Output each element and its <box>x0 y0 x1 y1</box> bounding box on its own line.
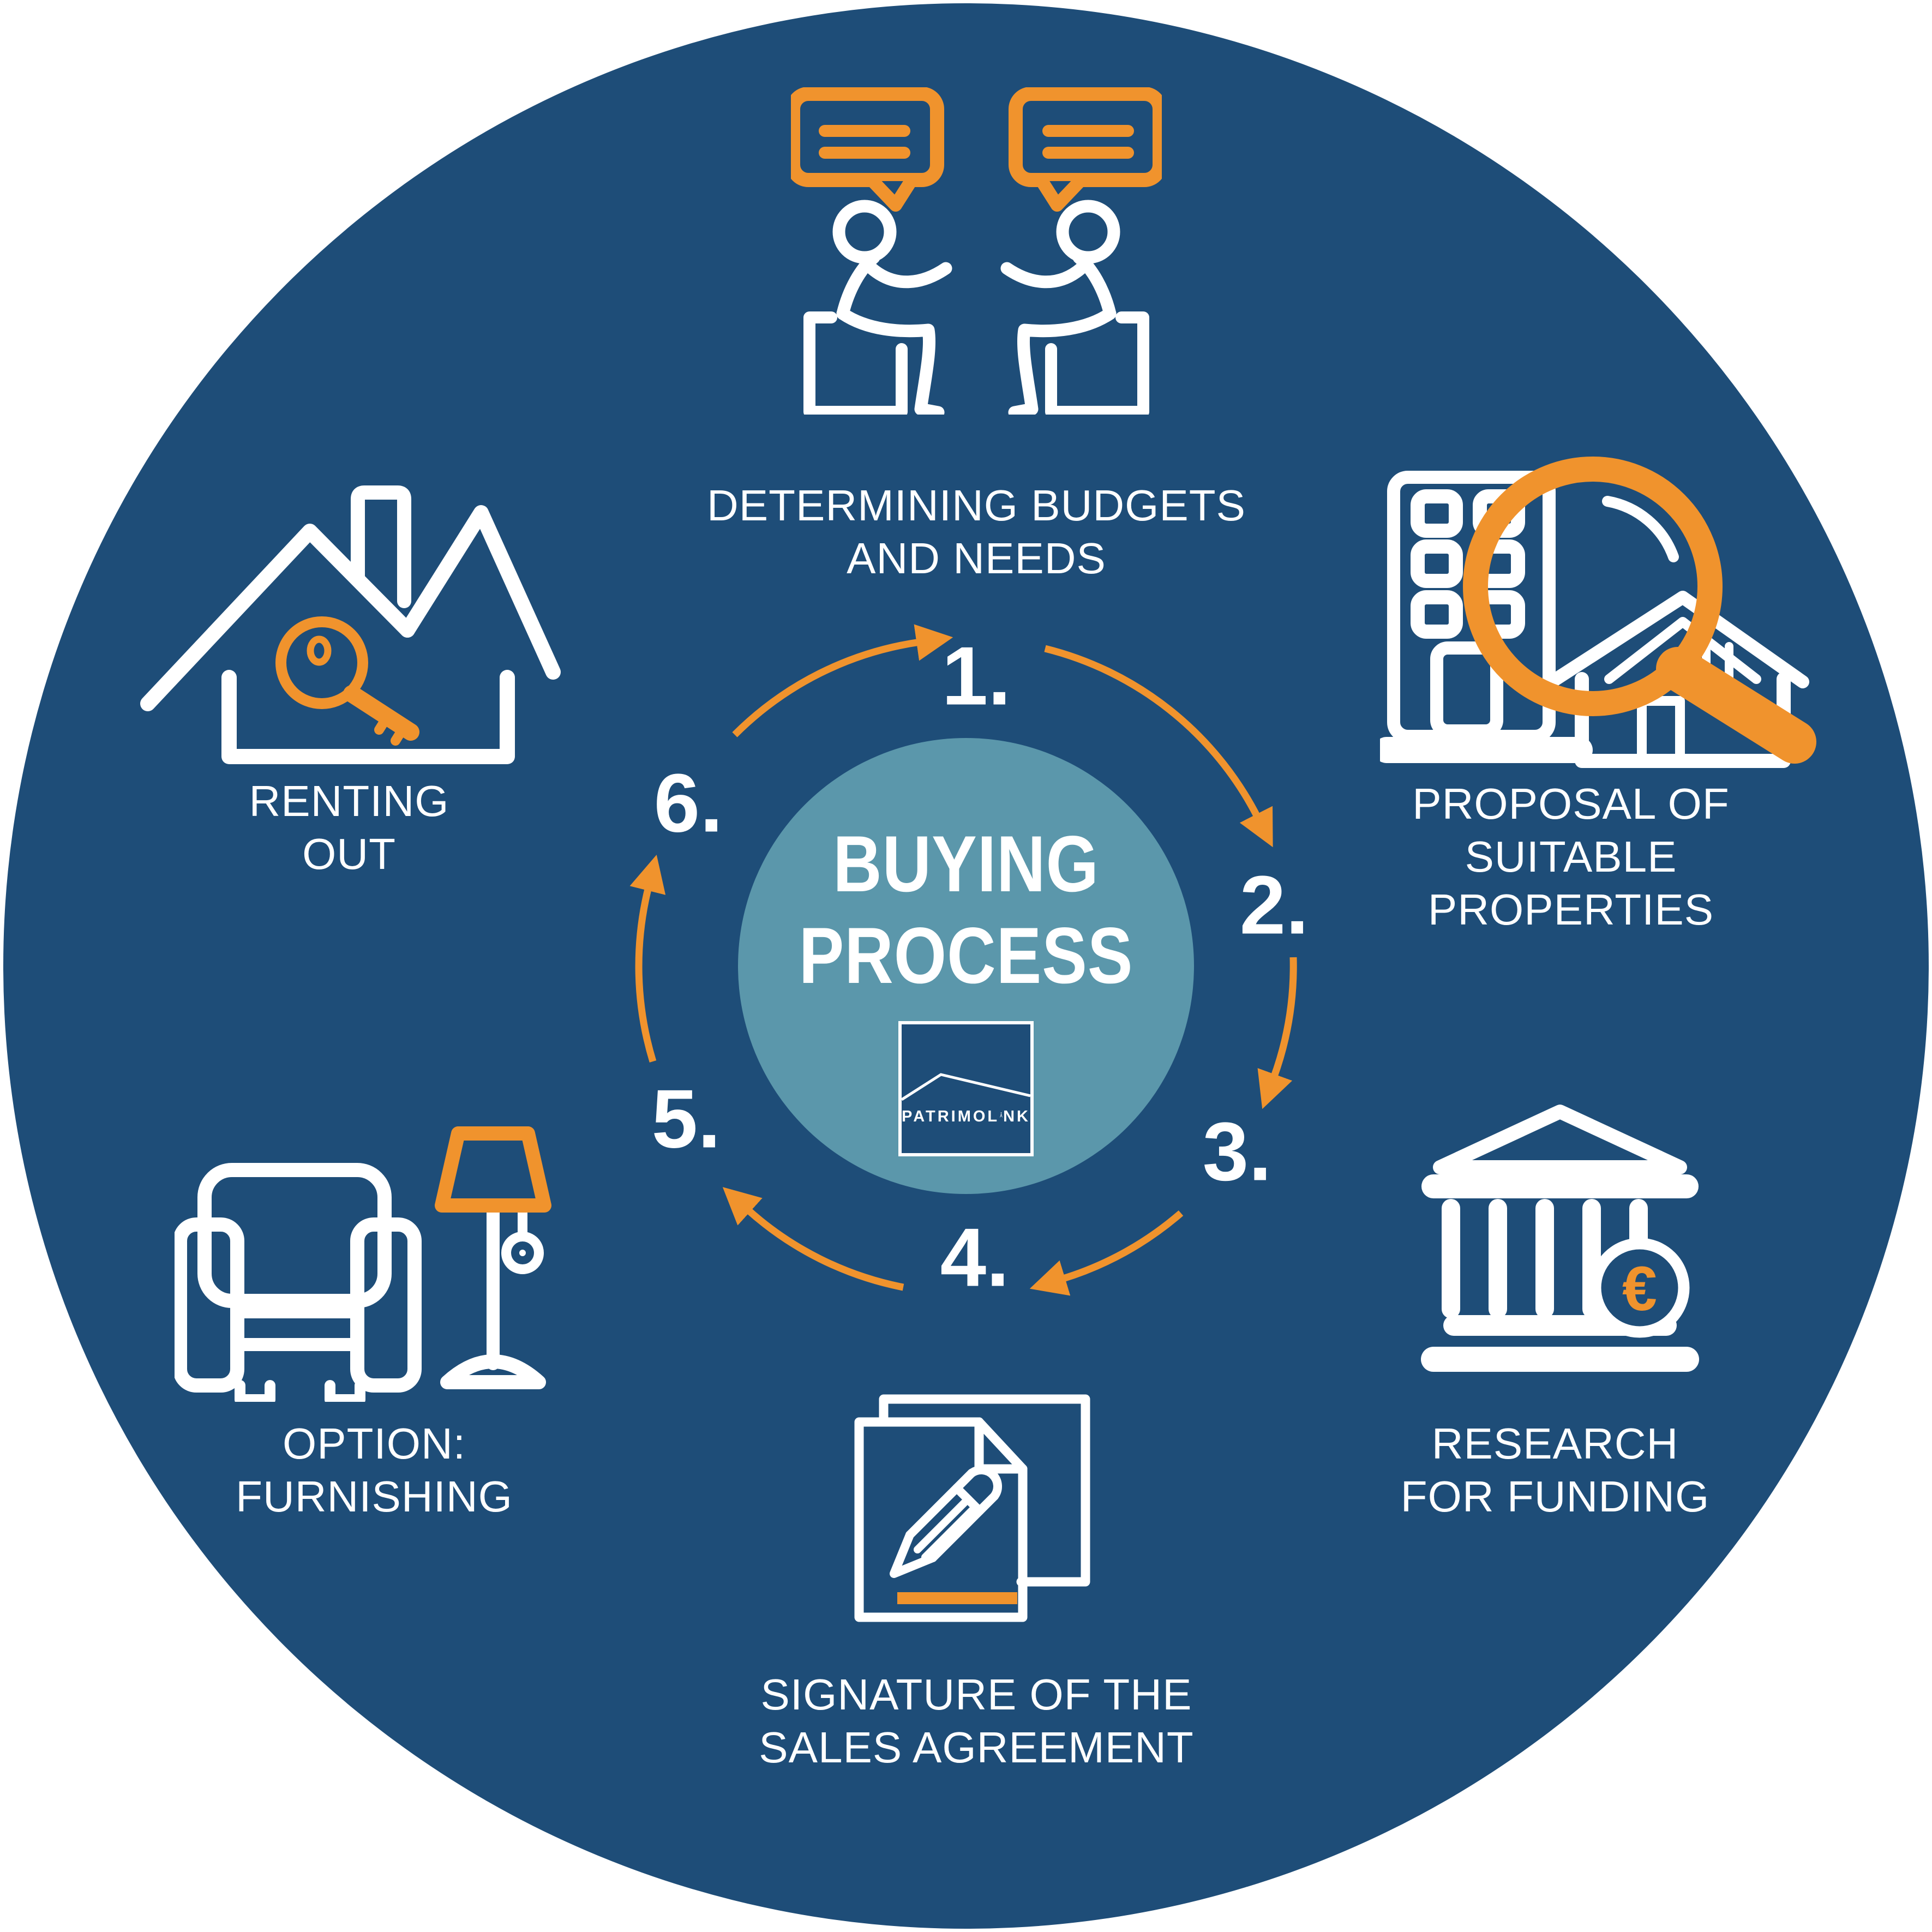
contract-pencil-icon <box>843 1388 1094 1634</box>
house-key-icon <box>136 466 584 772</box>
step-5-number: 5. <box>651 1072 721 1166</box>
step-3-number: 3. <box>1202 1105 1272 1198</box>
armchair-lamp-icon <box>175 1124 567 1402</box>
euro-badge <box>1589 1238 1690 1338</box>
step-1-label: DETERMINING BUDGETS AND NEEDS <box>707 481 1246 583</box>
step-4-number: 4. <box>940 1211 1010 1304</box>
arrow-4-to-5-icon <box>722 1187 904 1291</box>
step-2-number: 2. <box>1239 859 1309 952</box>
step-2-label: PROPOSAL OF SUITABLE PROPERTIES <box>1412 779 1730 934</box>
logo-text-right: NK <box>1003 1108 1030 1125</box>
title-line-1: BUYING <box>833 819 1099 908</box>
arrow-3-to-4-icon <box>1029 1210 1184 1296</box>
patrimolink-logo: PATRIMOL NK <box>898 1021 1034 1156</box>
people-talking-icon <box>791 87 1162 415</box>
logo-roof-icon <box>902 1073 1030 1101</box>
logo-text-left: PATRIMOL <box>902 1108 1000 1125</box>
euro-symbol: € <box>1622 1254 1657 1324</box>
bank-euro-icon: € <box>1413 1096 1707 1385</box>
step-4-label: SIGNATURE OF THE SALES AGREEMENT <box>759 1670 1194 1772</box>
logo-brand-text: PATRIMOL NK <box>902 1105 1030 1126</box>
step-5-label: OPTION: FURNISHING <box>236 1419 513 1521</box>
arrow-2-to-3-icon <box>1257 957 1297 1109</box>
step-6-label: RENTING OUT <box>249 777 449 878</box>
step-6-number: 6. <box>653 757 723 850</box>
arrow-6-to-1-icon <box>732 624 953 737</box>
step-1-number: 1. <box>941 629 1011 723</box>
title-line-2: PROCESS <box>799 911 1133 1000</box>
property-search-icon <box>1380 453 1816 769</box>
arrow-1-to-2-icon <box>1044 645 1273 848</box>
step-3-label: RESEARCH FOR FUNDING <box>1400 1419 1710 1521</box>
eiffel-tower-icon <box>1000 1112 1003 1118</box>
arrow-5-to-6-icon <box>629 854 666 1063</box>
lampshade <box>435 1126 551 1213</box>
page-title: BUYING PROCESS <box>799 818 1133 1001</box>
